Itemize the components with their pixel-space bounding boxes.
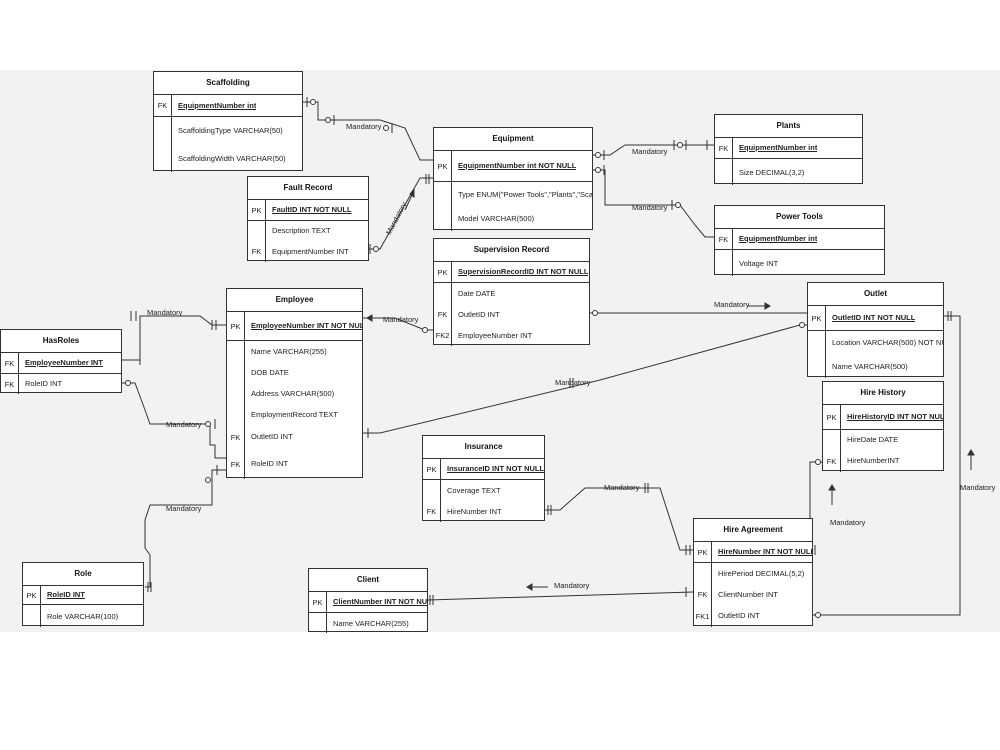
rel-employee-role: [144, 469, 226, 588]
primary-key: EquipmentNumber int: [171, 95, 256, 116]
attribute: ScaffoldingWidth VARCHAR(50): [178, 153, 286, 163]
label-mandatory: Mandatory: [346, 122, 382, 131]
rel-hasroles-employee: [122, 315, 226, 361]
attribute: ClientNumber INT: [711, 584, 778, 605]
primary-key: FaultID INT NOT NULL: [265, 200, 352, 220]
entity-title: Outlet: [808, 283, 943, 306]
primary-key: EmployeeNumber INT NOT NULL: [244, 312, 362, 340]
primary-key: RoleID INT: [40, 586, 85, 604]
attribute: EmployeeNumber INT: [451, 325, 532, 346]
attribute: Model VARCHAR(500): [458, 214, 535, 223]
label-mandatory: Mandatory: [632, 203, 668, 212]
attribute: Name VARCHAR(500): [832, 361, 908, 371]
entity-title: Supervision Record: [434, 239, 589, 262]
entity-title: Role: [23, 563, 143, 586]
attribute: Description TEXT: [265, 221, 331, 241]
attribute: HireNumber INT: [440, 501, 502, 522]
attribute: Voltage INT: [739, 258, 779, 268]
attribute: Coverage TEXT: [440, 480, 501, 501]
label-mandatory: Mandatory: [555, 378, 591, 387]
attribute: RoleID INT: [244, 449, 288, 479]
attribute: OutletID INT: [244, 425, 293, 449]
label-mandatory: Mandatory: [960, 483, 996, 492]
attribute: HireDate DATE: [840, 430, 898, 450]
rel-outlet-agreement: [813, 315, 961, 616]
label-mandatory: Mandatory: [147, 308, 183, 317]
attribute: DOB DATE: [244, 362, 289, 383]
primary-key: HireNumber INT NOT NULL: [711, 542, 812, 562]
primary-key: EquipmentNumber int NOT NULL: [451, 151, 576, 181]
attribute: Address VARCHAR(500): [244, 383, 334, 404]
primary-key: InsuranceID INT NOT NULL: [440, 459, 544, 479]
attribute: Date DATE: [451, 283, 495, 304]
attribute: Type ENUM("Power Tools","Plants","Scaffo…: [458, 189, 592, 199]
entity-title: Employee: [227, 289, 362, 312]
label-mandatory: Mandatory: [383, 315, 419, 324]
attribute: RoleID INT: [18, 374, 62, 394]
attribute: Role VARCHAR(100): [47, 611, 119, 621]
attribute: OutletID INT: [451, 304, 500, 325]
primary-key: HireHistoryID INT NOT NULL: [840, 405, 943, 429]
entity-title: Client: [309, 569, 427, 592]
label-mandatory: Mandatory: [166, 420, 202, 429]
attribute: EquipmentNumber INT: [265, 241, 349, 262]
label-mandatory: Mandatory: [830, 518, 866, 527]
label-mandatory: Mandatory: [604, 483, 640, 492]
label-mandatory: Mandatory: [166, 504, 202, 513]
attribute: Name VARCHAR(255): [244, 341, 327, 362]
rel-insurance-agreement: [545, 487, 693, 551]
entity-title: Power Tools: [715, 206, 884, 229]
attribute: Location VARCHAR(500) NOT NULL: [832, 338, 943, 347]
rel-scaffolding-equipment: [303, 101, 433, 161]
attribute: OutletID INT: [711, 605, 760, 627]
attribute: EmploymentRecord TEXT: [244, 404, 338, 425]
primary-key: ClientNumber INT NOT NULL: [326, 592, 427, 612]
primary-key: SupervisionRecordID INT NOT NULL: [451, 262, 588, 282]
attribute: Size DECIMAL(3,2): [739, 167, 805, 177]
entity-title: HasRoles: [1, 330, 121, 353]
entity-title: Insurance: [423, 436, 544, 459]
label-mandatory: Mandatory: [554, 581, 590, 590]
entity-title: Equipment: [434, 128, 592, 151]
attribute: ScaffoldingType VARCHAR(50): [178, 126, 283, 135]
entity-title: Plants: [715, 115, 862, 138]
primary-key: EquipmentNumber int: [732, 138, 817, 158]
entity-title: Scaffolding: [154, 72, 302, 95]
entity-title: Hire History: [823, 382, 943, 405]
attribute: HireNumberINT: [840, 450, 900, 472]
label-mandatory: Mandatory: [632, 147, 668, 156]
rel-equipment-plants: [593, 144, 714, 156]
attribute: Name VARCHAR(255): [333, 618, 409, 628]
entity-title: Fault Record: [248, 177, 368, 200]
label-mandatory: Mandatory: [714, 300, 750, 309]
primary-key: OutletID INT NOT NULL: [825, 306, 915, 330]
primary-key: EmployeeNumber INT: [18, 353, 103, 373]
entity-title: Hire Agreement: [694, 519, 812, 542]
primary-key: EquipmentNumber int: [732, 229, 817, 249]
rel-client-agreement: [427, 591, 694, 601]
attribute: HirePeriod DECIMAL(5,2): [711, 563, 804, 584]
